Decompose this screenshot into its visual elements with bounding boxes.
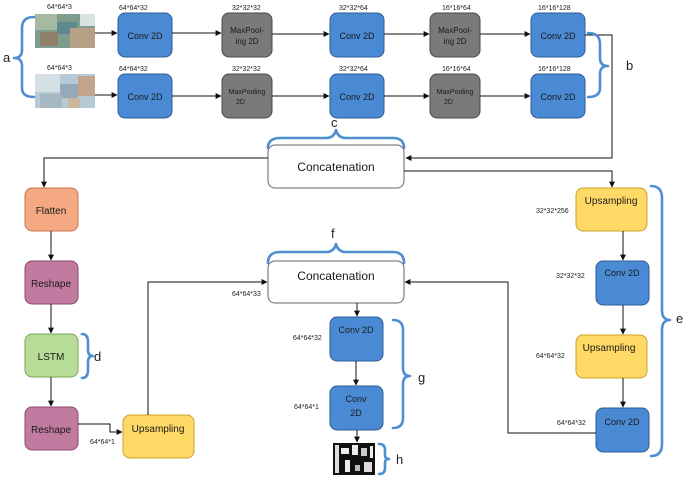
svg-text:Conv 2D: Conv 2D — [604, 417, 640, 427]
node-conv2b: Conv 2D — [329, 73, 385, 119]
node-pool2b: MaxPooling 2D — [429, 73, 481, 119]
pool1b-dims: 32*32*32 — [232, 66, 261, 73]
svg-text:Conv 2D: Conv 2D — [540, 31, 576, 41]
svg-text:ing 2D: ing 2D — [235, 37, 258, 46]
node-upsampling-left: Upsampling — [122, 414, 195, 459]
marker-h: h — [396, 452, 403, 467]
conv1b-dims: 64*64*32 — [119, 66, 148, 73]
input-image-b — [35, 74, 95, 108]
brace-f — [266, 242, 406, 265]
svg-text:Reshape: Reshape — [31, 425, 71, 436]
svg-text:Concatenation: Concatenation — [297, 269, 374, 283]
svg-text:Upsampling: Upsampling — [583, 343, 636, 354]
marker-b: b — [626, 58, 633, 73]
node-pool1b: MaxPooling 2D — [221, 73, 273, 119]
svg-text:Conv 2D: Conv 2D — [540, 92, 576, 102]
arrow-conv-e2-to-concat2 — [404, 279, 596, 434]
input-image-a — [35, 14, 95, 48]
node-conv2a: Conv 2D — [329, 12, 385, 58]
svg-text:Reshape: Reshape — [31, 279, 71, 290]
node-conv1a: Conv 2D — [117, 12, 173, 58]
marker-g: g — [418, 370, 425, 385]
pool1a-dims: 32*32*32 — [232, 5, 261, 12]
arrow-reshape-upsampling — [78, 423, 123, 435]
conv2a-dims: 32*32*64 — [339, 5, 368, 12]
conv-g2-dims: 64*64*1 — [294, 404, 319, 411]
input-b-dims: 64*64*3 — [47, 65, 72, 72]
svg-text:Conv 2D: Conv 2D — [127, 31, 163, 41]
node-pool2a: MaxPool- ing 2D — [429, 12, 481, 58]
node-conv3b: Conv 2D — [530, 73, 586, 119]
marker-d: d — [94, 349, 101, 364]
svg-text:2D: 2D — [350, 408, 362, 418]
node-flatten: Flatten — [24, 187, 79, 232]
node-concat1: Concatenation — [267, 144, 405, 189]
node-pool1a: MaxPool- ing 2D — [221, 12, 273, 58]
conv3b-dims: 16*16*128 — [538, 66, 571, 73]
brace-a — [12, 15, 36, 99]
brace-d — [80, 332, 95, 380]
marker-f: f — [331, 226, 335, 241]
svg-text:Conv: Conv — [345, 394, 367, 404]
conv-g1-dims: 64*64*32 — [293, 335, 322, 342]
brace-c — [266, 128, 406, 150]
encoder-arrows — [95, 30, 531, 99]
conv-e2-dims: 64*64*32 — [557, 420, 586, 427]
node-conv1b: Conv 2D — [117, 73, 173, 119]
conv2b-dims: 32*32*64 — [339, 66, 368, 73]
node-conv-g1: Conv 2D — [329, 316, 384, 362]
svg-text:Conv 2D: Conv 2D — [339, 31, 375, 41]
brace-e — [649, 184, 672, 458]
conv1a-dims: 64*64*32 — [119, 5, 148, 12]
concat2-dims: 64*64*33 — [232, 291, 261, 298]
conv-e1-dims: 32*32*32 — [556, 273, 585, 280]
svg-text:Conv 2D: Conv 2D — [338, 325, 374, 335]
node-conv-g2: Conv 2D — [329, 385, 384, 431]
svg-text:ing 2D: ing 2D — [443, 37, 466, 46]
svg-text:Flatten: Flatten — [36, 206, 67, 217]
node-conv-e1: Conv 2D — [595, 260, 650, 306]
marker-e: e — [676, 311, 683, 326]
pool2b-dims: 16*16*64 — [442, 66, 471, 73]
node-reshape1: Reshape — [24, 260, 79, 305]
node-reshape2: Reshape — [24, 406, 79, 451]
node-upsampling-e1: Upsampling — [575, 187, 648, 232]
conv3a-dims: 16*16*128 — [538, 5, 571, 12]
brace-h — [377, 442, 391, 476]
pool2a-dims: 16*16*64 — [442, 5, 471, 12]
output-mask-image — [333, 443, 375, 475]
svg-text:MaxPool-: MaxPool- — [230, 26, 264, 35]
brace-b — [586, 31, 610, 99]
svg-text:MaxPool-: MaxPool- — [438, 26, 472, 35]
svg-text:2D: 2D — [236, 99, 245, 106]
arrow-upsampling-to-concat2 — [147, 279, 268, 415]
svg-text:Conv 2D: Conv 2D — [604, 268, 640, 278]
marker-a: a — [3, 50, 11, 65]
arrow-encoder-to-concat — [405, 34, 613, 161]
svg-text:2D: 2D — [444, 99, 453, 106]
upsampling-e1-dims: 32*32*256 — [536, 208, 569, 215]
svg-text:LSTM: LSTM — [38, 352, 65, 363]
node-lstm: LSTM — [24, 333, 79, 378]
marker-c: c — [331, 115, 338, 130]
node-concat2: Concatenation — [267, 260, 405, 304]
svg-text:MaxPooling: MaxPooling — [437, 89, 474, 96]
node-upsampling-e2: Upsampling — [575, 334, 648, 379]
input-a-dims: 64*64*3 — [47, 4, 72, 11]
upsampling-e2-dims: 64*64*32 — [536, 353, 565, 360]
node-conv-e2: Conv 2D — [595, 407, 650, 453]
svg-text:Conv 2D: Conv 2D — [339, 92, 375, 102]
brace-g — [391, 318, 412, 430]
svg-text:Upsampling: Upsampling — [132, 424, 185, 435]
arrow-concat-to-flatten — [41, 157, 268, 188]
svg-text:Concatenation: Concatenation — [297, 160, 374, 174]
svg-text:Upsampling: Upsampling — [585, 196, 638, 207]
node-conv3a: Conv 2D — [530, 12, 586, 58]
svg-text:MaxPooling: MaxPooling — [229, 89, 266, 96]
svg-text:Conv 2D: Conv 2D — [127, 92, 163, 102]
upsampling-left-dims: 64*64*1 — [90, 439, 115, 446]
arrow-concat-to-upsampling — [404, 170, 615, 188]
